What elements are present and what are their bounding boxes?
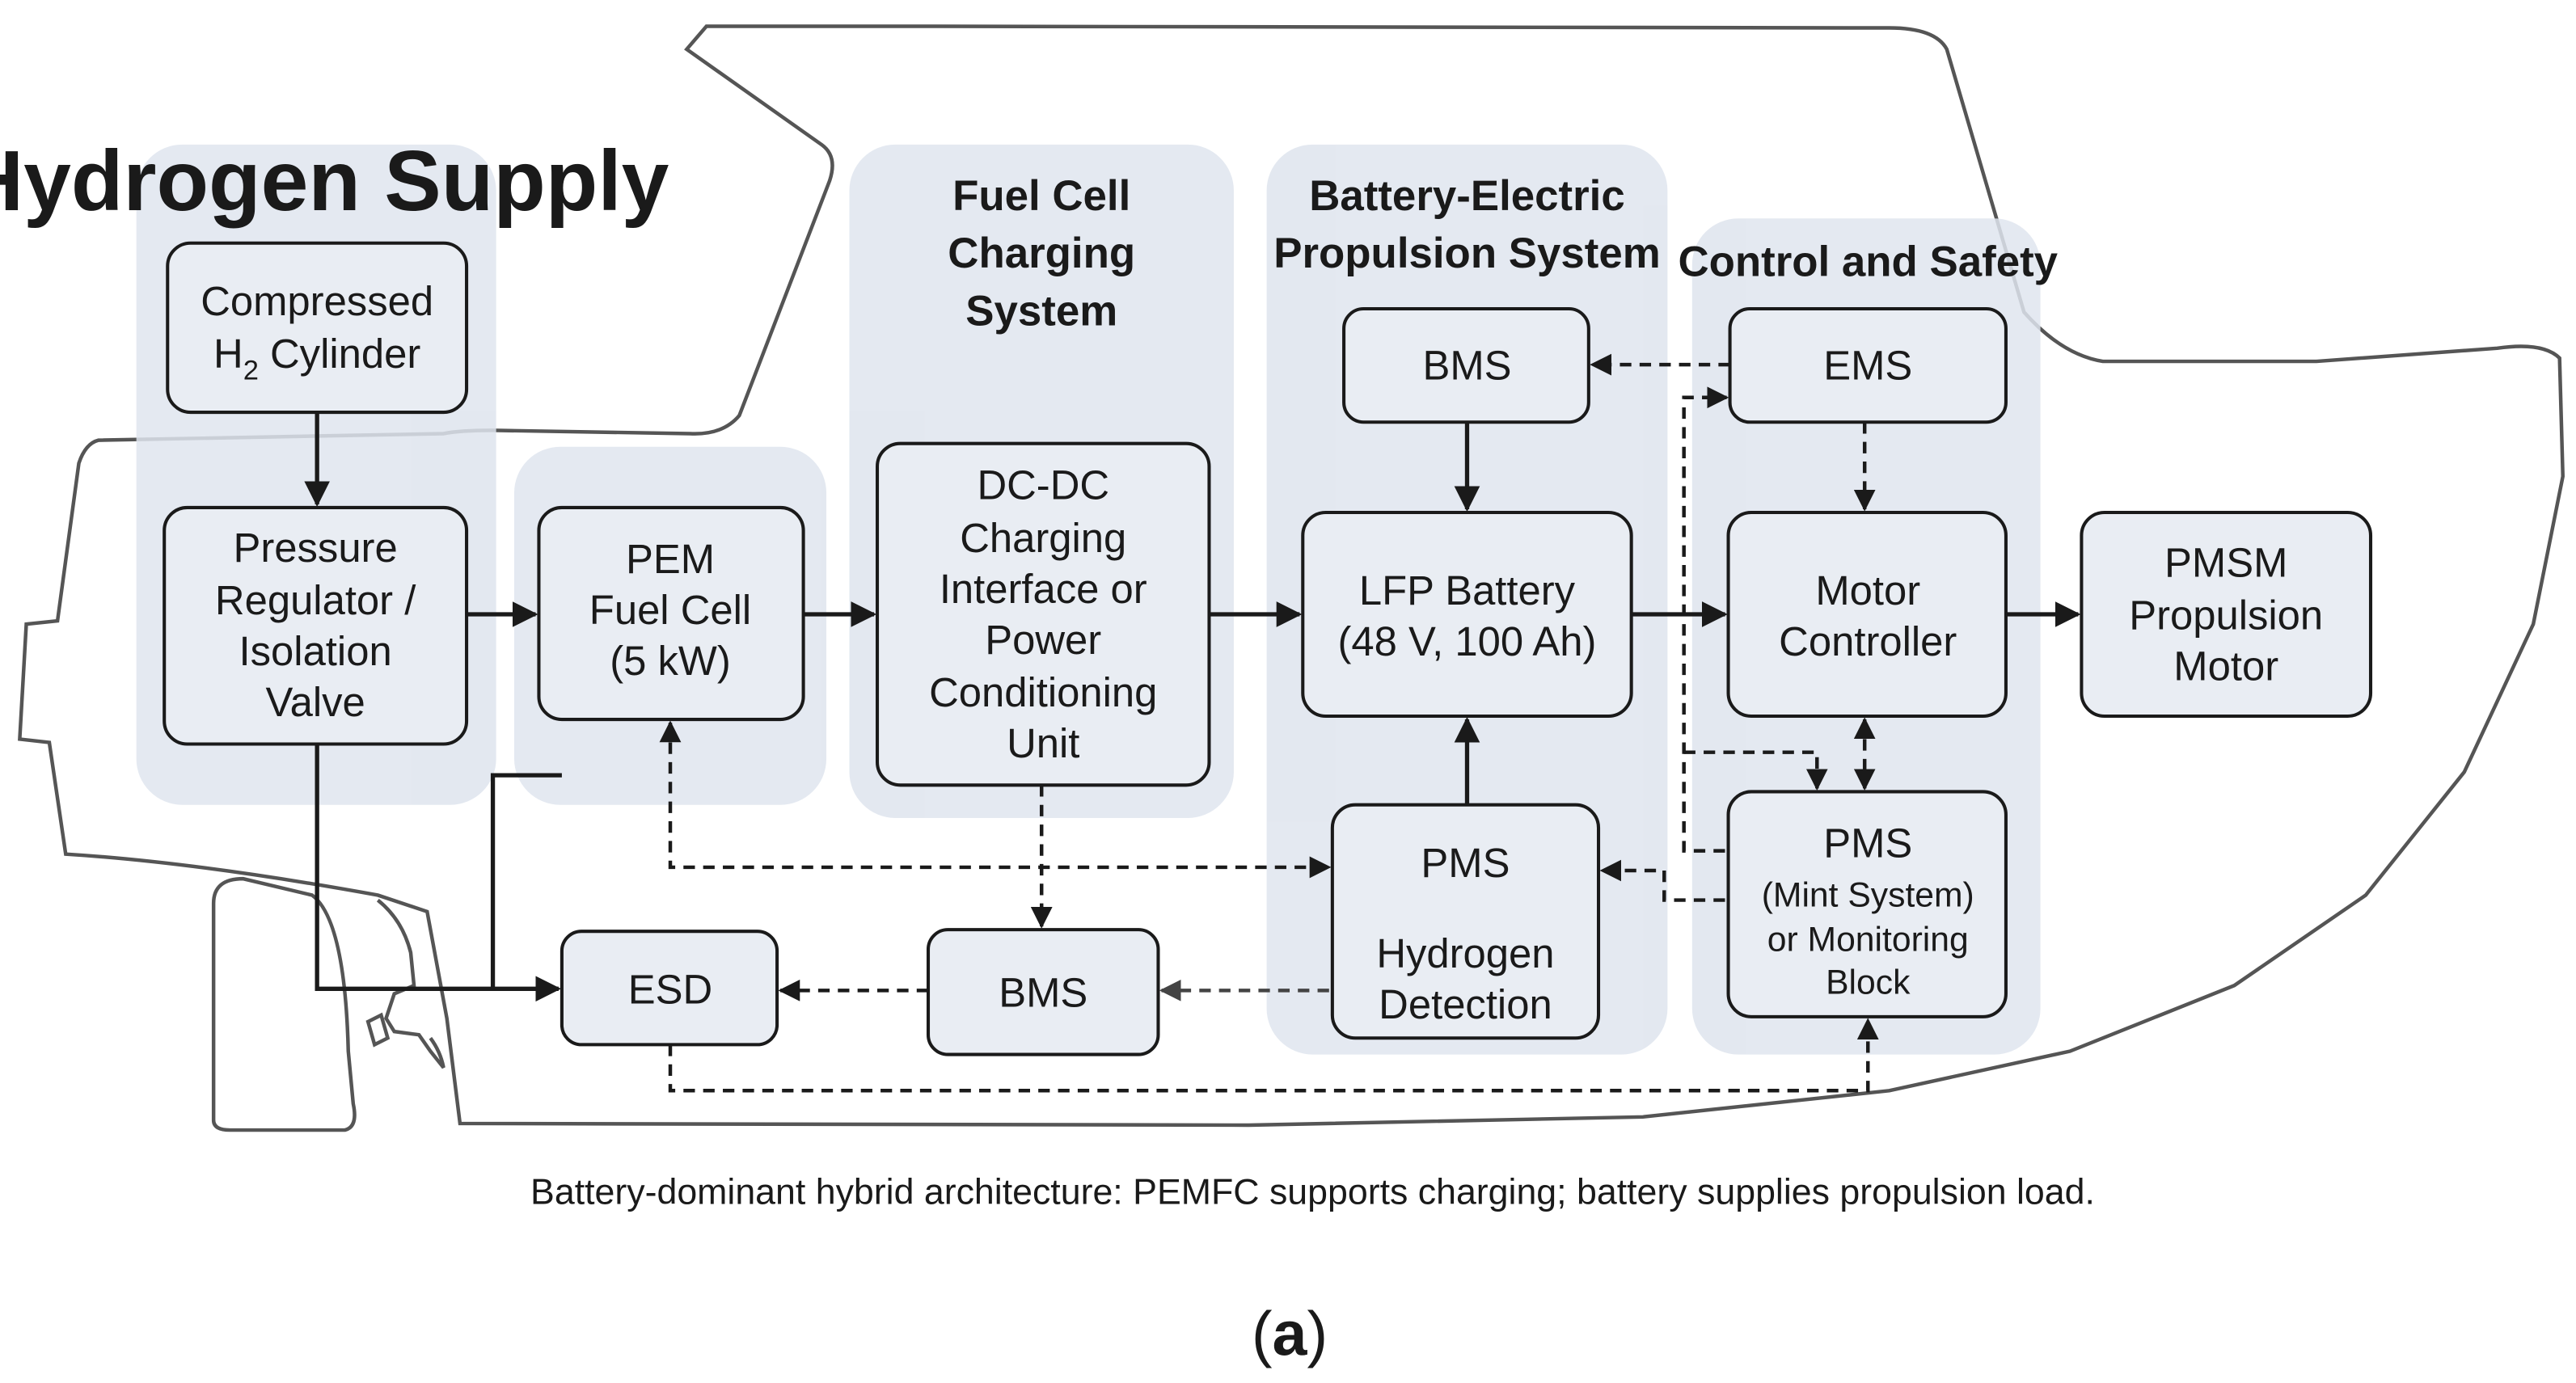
pem-label-line3: (5 kW) (610, 638, 730, 684)
group-title-battery-electric: Battery-Electric Propulsion System (1273, 172, 1660, 277)
pms-h2-label-line1: PMS (1421, 840, 1510, 886)
pms-h2-label-line2: Hydrogen (1376, 930, 1554, 976)
pmsm-label-line3: Motor (2173, 643, 2278, 689)
pms-monitor-label-line4: Block (1826, 963, 1911, 1001)
arrow-pms-monitor-to-pmsh2 (1599, 859, 1725, 902)
arrow-loop-to-pms-monitor (1683, 750, 1828, 791)
pmsm-box (2080, 510, 2373, 719)
svg-text:System: System (965, 287, 1117, 335)
pmsm-label-line2: Propulsion (2129, 592, 2323, 638)
motor-controller-label-line2: Controller (1779, 618, 1957, 664)
line-pem-group-to-esd (490, 773, 562, 989)
dcdc-label-line1: DC-DC (977, 462, 1109, 508)
regulator-label-line1: Pressure (234, 525, 398, 571)
group-title-hydrogen-supply: Hydrogen Supply (0, 133, 669, 229)
motor-controller-label-line1: Motor (1815, 567, 1920, 613)
regulator-label-line2: Regulator / (215, 577, 416, 623)
esd-label: ESD (628, 967, 712, 1013)
boat-hull-outline (18, 24, 2565, 1132)
ems-label: EMS (1823, 342, 1912, 388)
svg-text:Propulsion System: Propulsion System (1273, 230, 1660, 277)
pmsm-label-line1: PMSM (2164, 539, 2287, 585)
svg-text:Charging: Charging (948, 230, 1135, 277)
battery-label-line1: LFP Battery (1359, 567, 1576, 613)
bms-top-label: BMS (1422, 342, 1511, 388)
pms-monitor-box (1726, 790, 2008, 1018)
motor-controller-box (1726, 510, 2008, 719)
pms-h2-label-line3: Detection (1379, 981, 1552, 1027)
pms-monitor-label-line1: PMS (1823, 820, 1912, 866)
dcdc-label-line4: Power (985, 617, 1101, 663)
dcdc-label-line3: Interface or (940, 566, 1147, 612)
panel-label: (a) (1252, 1299, 1328, 1368)
group-title-control-safety: Control and Safety (1678, 238, 2058, 285)
battery-box (1301, 510, 1633, 719)
bms-bottom-label: BMS (999, 970, 1087, 1016)
arrow-pem-pmsh2 (659, 720, 1332, 879)
dcdc-label-line6: Unit (1007, 720, 1079, 766)
pms-monitor-label-line2: (Mint System) (1762, 876, 1974, 915)
svg-text:Battery-Electric: Battery-Electric (1309, 172, 1624, 220)
pms-monitor-label-line3: or Monitoring (1767, 921, 1969, 959)
arrow-regulator-to-esd (315, 744, 562, 1002)
group-title-fuel-cell-charging: Fuel Cell Charging System (948, 172, 1135, 335)
cylinder-box (166, 241, 469, 415)
dashed-connectors (659, 353, 1879, 1093)
pem-label-line2: Fuel Cell (589, 587, 751, 633)
regulator-label-line4: Valve (265, 679, 365, 725)
pem-label-line1: PEM (626, 536, 715, 582)
solid-connectors (304, 412, 2081, 1002)
arrow-esd-to-pms-monitor (668, 1018, 1879, 1093)
battery-label-line2: (48 V, 100 Ah) (1337, 618, 1596, 664)
cylinder-label-line1: Compressed (201, 278, 433, 324)
diagram-caption: Battery-dominant hybrid architecture: PE… (530, 1173, 2095, 1212)
dcdc-label-line5: Conditioning (929, 669, 1157, 715)
dcdc-label-line2: Charging (960, 515, 1126, 561)
regulator-label-line3: Isolation (239, 628, 392, 674)
svg-text:Fuel Cell: Fuel Cell (952, 172, 1130, 220)
arrow-pms-monitor-to-ems-loop (1682, 386, 1729, 853)
cylinder-label-line2: H2 Cylinder (213, 331, 420, 386)
